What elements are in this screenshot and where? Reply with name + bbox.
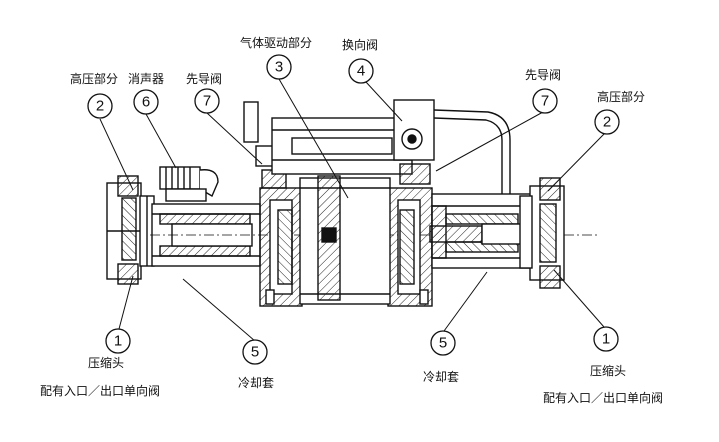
callout-6-number: 6 xyxy=(142,94,150,111)
right-cooling-jacket xyxy=(429,193,535,269)
callout-5-left-number: 5 xyxy=(251,344,259,361)
callout-2-right-number: 2 xyxy=(603,114,611,131)
label-reversing-valve: 换向阀 xyxy=(342,38,379,52)
callout-circles xyxy=(87,54,620,365)
label-cooling-jacket-right: 冷却套 xyxy=(423,370,460,384)
air-drive-section xyxy=(259,175,433,307)
label-compression-head-left: 压缩头 xyxy=(88,356,125,370)
callout-1-right xyxy=(593,326,619,352)
callout-4-number: 4 xyxy=(357,63,365,80)
callout-7-left-number: 7 xyxy=(203,93,211,110)
left-pilot-valve xyxy=(243,101,287,189)
callout-1-right-number: 1 xyxy=(602,331,610,348)
label-muffler: 消声器 xyxy=(128,72,165,86)
left-compression-head xyxy=(106,175,155,285)
callout-2-left xyxy=(87,93,113,119)
callout-7-right-number: 7 xyxy=(541,93,549,110)
label-pilot-valve-left: 先导阀 xyxy=(186,72,223,86)
label-air-drive-section: 气体驱动部分 xyxy=(240,36,313,50)
callout-2-right xyxy=(594,109,620,135)
label-high-pressure-right: 高压部分 xyxy=(597,90,646,104)
label-check-valves-right: 配有入口／出口单向阀 xyxy=(543,391,664,405)
top-air-line-housing xyxy=(271,117,413,175)
callout-5-left xyxy=(242,339,268,365)
callout-3-number: 3 xyxy=(275,59,283,76)
right-compression-head xyxy=(519,177,565,289)
callout-6 xyxy=(133,89,159,115)
callout-4 xyxy=(348,58,374,84)
callout-1-left xyxy=(105,328,131,354)
callout-7-right xyxy=(532,88,558,114)
label-cooling-jacket-left: 冷却套 xyxy=(238,376,275,390)
label-compression-head-right: 压缩头 xyxy=(590,364,627,378)
callout-2-left-number: 2 xyxy=(96,98,104,115)
leader-lines xyxy=(99,78,606,342)
callout-3 xyxy=(266,54,292,80)
label-pilot-valve-right: 先导阀 xyxy=(525,68,562,82)
label-high-pressure-left: 高压部分 xyxy=(70,72,119,86)
callout-numbers: 2 6 7 3 4 7 2 1 5 5 1 xyxy=(96,59,611,361)
callout-5-right-number: 5 xyxy=(439,335,447,352)
label-check-valves-left: 配有入口／出口单向阀 xyxy=(40,384,161,398)
callout-7-left xyxy=(194,88,220,114)
callout-1-left-number: 1 xyxy=(114,333,122,350)
reversing-valve xyxy=(393,99,511,194)
callout-5-right xyxy=(430,330,456,356)
muffler xyxy=(159,166,219,202)
